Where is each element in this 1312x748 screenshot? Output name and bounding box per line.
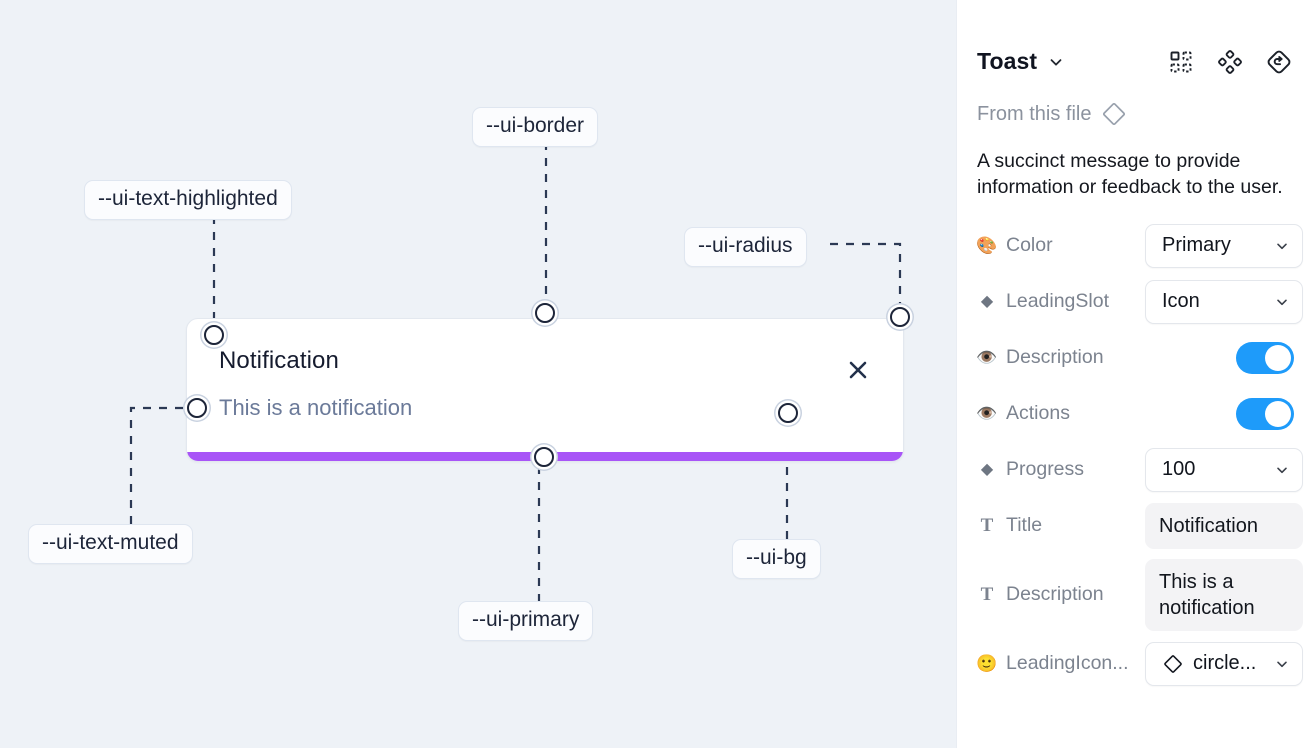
property-label-text: Color: [1006, 234, 1053, 257]
property-label-text: Title: [1006, 514, 1043, 537]
properties-panel: Toast: [956, 0, 1312, 748]
property-label-leadingicon: 🙂 LeadingIcon...: [977, 652, 1145, 675]
property-label-text: Description: [1006, 346, 1104, 369]
four-diamond-icon[interactable]: [1217, 49, 1243, 75]
property-control-actions-toggle: [1236, 397, 1294, 430]
property-row-leadingslot: ◆ LeadingSlot Icon: [977, 279, 1303, 325]
property-row-description-toggle: 👁️ Description: [977, 335, 1294, 381]
property-label-title: T Title: [977, 514, 1145, 537]
component-grid-icon[interactable]: [1168, 49, 1194, 75]
palette-emoji-icon: 🎨: [977, 236, 998, 256]
description-toggle[interactable]: [1236, 341, 1294, 374]
property-control-progress: 100: [1145, 447, 1303, 492]
toast-title: Notification: [219, 347, 339, 374]
component-description: A succinct message to provide informatio…: [977, 150, 1283, 198]
toggle-knob: [1265, 400, 1291, 427]
annotation-ui-text-highlighted[interactable]: --ui-text-highlighted: [84, 180, 292, 221]
property-label-text: Progress: [1006, 458, 1085, 481]
property-row-color: 🎨 Color Primary: [977, 223, 1303, 269]
handle-ui-text-highlighted[interactable]: [204, 325, 224, 345]
property-label-text: Actions: [1006, 402, 1070, 425]
property-control-leadingicon: circle...: [1145, 641, 1303, 686]
chevron-down-icon[interactable]: [1047, 53, 1065, 71]
annotation-ui-primary[interactable]: --ui-primary: [458, 601, 594, 642]
from-this-file-row[interactable]: From this file: [957, 75, 1312, 127]
property-control-color: Primary: [1145, 223, 1303, 268]
property-label-leadingslot: ◆ LeadingSlot: [977, 290, 1145, 313]
property-label-text: Description: [1006, 583, 1104, 606]
property-list: 🎨 Color Primary ◆ LeadingSlot: [957, 201, 1312, 687]
chevron-down-icon: [1274, 656, 1290, 672]
toast-preview-card[interactable]: Notification This is a notification: [186, 318, 904, 462]
property-row-progress: ◆ Progress 100: [977, 447, 1303, 493]
from-this-file-label: From this file: [977, 102, 1092, 125]
leadingslot-select-value: Icon: [1162, 290, 1200, 313]
description-input[interactable]: This is a notification: [1145, 558, 1303, 631]
property-control-description-toggle: [1236, 341, 1294, 374]
diamond-filled-icon: ◆: [980, 292, 994, 310]
property-row-leadingicon: 🙂 LeadingIcon... circle...: [977, 641, 1303, 687]
property-label-description-toggle: 👁️ Description: [977, 346, 1145, 369]
chevron-down-icon: [1274, 294, 1290, 310]
annotation-ui-text-muted[interactable]: --ui-text-muted: [28, 524, 193, 565]
chevron-down-icon: [1274, 238, 1290, 254]
property-control-leadingslot: Icon: [1145, 279, 1303, 324]
reset-rotate-icon[interactable]: [1266, 49, 1292, 75]
property-label-text: LeadingIcon...: [1006, 652, 1129, 675]
chevron-down-icon: [1274, 462, 1290, 478]
handle-ui-text-muted[interactable]: [187, 398, 207, 418]
panel-header: Toast: [957, 0, 1312, 75]
property-row-actions-toggle: 👁️ Actions: [977, 391, 1294, 437]
toggle-knob: [1265, 344, 1291, 371]
handle-ui-bg[interactable]: [778, 403, 798, 423]
progress-select-value: 100: [1162, 458, 1196, 481]
leadingslot-select[interactable]: Icon: [1145, 279, 1303, 324]
property-label-progress: ◆ Progress: [977, 458, 1145, 481]
title-input[interactable]: Notification: [1145, 502, 1303, 549]
panel-title: Toast: [977, 48, 1038, 74]
property-control-title: Notification: [1145, 502, 1303, 549]
property-row-description-text: T Description This is a notification: [977, 558, 1303, 631]
text-t-icon: T: [980, 584, 994, 606]
eye-emoji-icon: 👁️: [977, 348, 998, 368]
progress-select[interactable]: 100: [1145, 447, 1303, 492]
diamond-outline-icon: [1162, 653, 1184, 675]
diamond-filled-icon: ◆: [980, 460, 994, 478]
close-x-icon[interactable]: [845, 357, 871, 383]
text-t-icon: T: [980, 515, 994, 537]
property-row-title: T Title Notification: [977, 502, 1303, 549]
design-canvas[interactable]: Notification This is a notification --ui…: [0, 0, 956, 748]
leadingicon-select[interactable]: circle...: [1145, 641, 1303, 686]
annotation-ui-radius[interactable]: --ui-radius: [684, 227, 807, 268]
actions-toggle[interactable]: [1236, 397, 1294, 430]
property-label-actions-toggle: 👁️ Actions: [977, 402, 1145, 425]
property-label-description-text: T Description: [977, 583, 1145, 606]
leadingicon-select-value: circle...: [1193, 652, 1257, 675]
color-select[interactable]: Primary: [1145, 223, 1303, 268]
annotation-ui-bg[interactable]: --ui-bg: [732, 539, 821, 580]
property-control-description-text: This is a notification: [1145, 558, 1303, 631]
annotation-ui-border[interactable]: --ui-border: [472, 107, 599, 148]
handle-ui-radius[interactable]: [890, 307, 910, 327]
diamond-outline-icon: [1101, 101, 1127, 127]
color-select-value: Primary: [1162, 234, 1231, 257]
panel-header-actions: [1168, 49, 1292, 75]
smiley-emoji-icon: 🙂: [977, 654, 998, 674]
handle-ui-border[interactable]: [535, 303, 555, 323]
eye-emoji-icon: 👁️: [977, 404, 998, 424]
property-label-text: LeadingSlot: [1006, 290, 1110, 313]
property-label-color: 🎨 Color: [977, 234, 1145, 257]
handle-ui-primary[interactable]: [534, 447, 554, 467]
toast-description: This is a notification: [219, 395, 413, 420]
